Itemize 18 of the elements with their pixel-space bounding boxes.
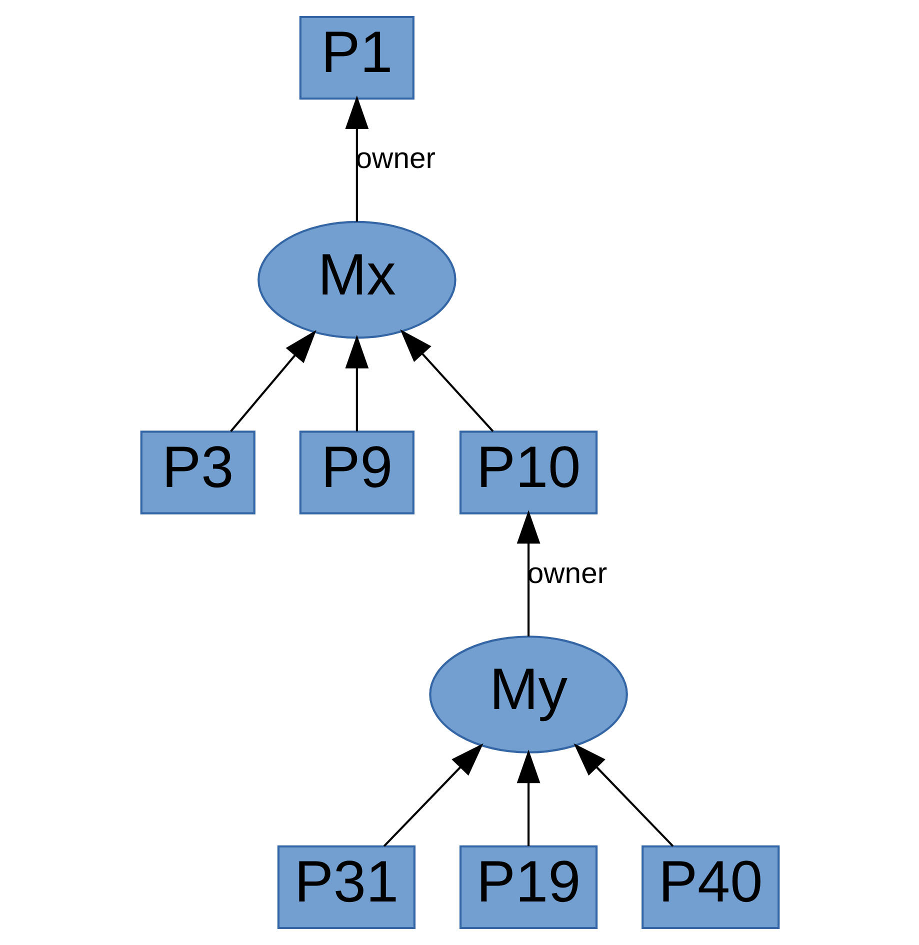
arrow [344, 95, 368, 222]
arrow [516, 750, 540, 846]
arrow [230, 330, 316, 432]
arrow [516, 510, 540, 636]
arrow [382, 743, 483, 847]
node-box: P1 [298, 16, 414, 100]
node-box: P9 [298, 430, 414, 514]
node-box: P31 [276, 845, 416, 930]
node-box: P10 [458, 430, 598, 514]
arrow [400, 329, 494, 432]
node-ellipse: Mx [257, 220, 456, 339]
node-box: P3 [140, 430, 255, 514]
arrow [344, 334, 368, 432]
edge-label: owner [526, 556, 607, 590]
node-ellipse: My [428, 636, 628, 754]
arrow [573, 743, 674, 847]
node-box: P40 [641, 845, 780, 930]
node-box: P19 [458, 845, 598, 930]
